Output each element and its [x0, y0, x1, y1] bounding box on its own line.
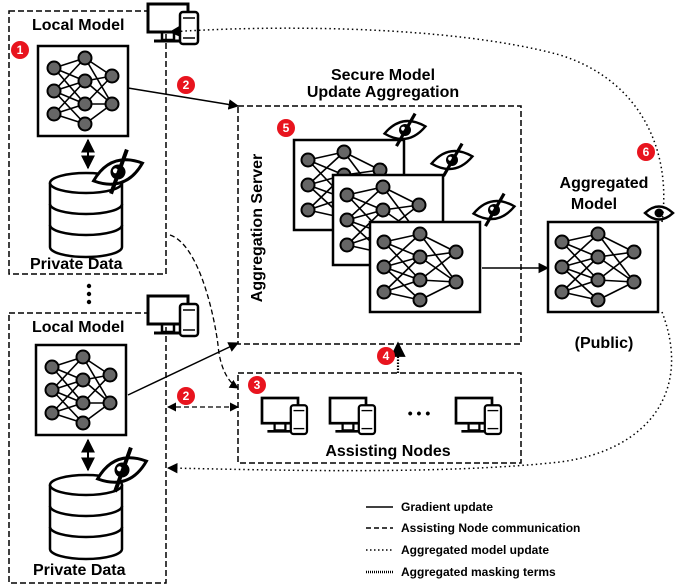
aggregation-server-box	[237, 105, 522, 345]
secure-title-line2: Update Aggregation	[307, 84, 459, 101]
svg-text:3: 3	[254, 378, 261, 392]
database-icon	[48, 473, 124, 561]
svg-text:2: 2	[183, 78, 190, 92]
aggregated-line2: Model	[571, 196, 617, 213]
model-update-top	[168, 26, 665, 223]
legend-label-assist: Assisting Node communication	[401, 521, 580, 535]
legend: Gradient update Assisting Node communica…	[366, 500, 580, 579]
public-label: (Public)	[575, 335, 634, 352]
computer-icon	[328, 396, 377, 436]
step-badge-5: 5	[277, 119, 295, 137]
step-badge-2-bottom: 2	[177, 387, 195, 405]
legend-label-model-update: Aggregated model update	[401, 543, 549, 557]
computer-icon	[454, 396, 503, 436]
step-badge-3: 3	[248, 376, 266, 394]
assist-comm-top	[169, 234, 239, 389]
assisting-nodes-box	[237, 372, 522, 464]
assisting-ellipsis: • • •	[408, 405, 431, 421]
neural-network-icon	[368, 220, 482, 314]
eye-icon	[643, 205, 675, 221]
gradient-update-bottom	[127, 342, 239, 396]
client-bottom-box	[8, 312, 167, 584]
client-top-box	[8, 10, 167, 275]
svg-text:4: 4	[383, 349, 390, 363]
gradient-update-top	[127, 87, 240, 110]
secure-title-line1: Secure Model	[331, 67, 435, 84]
private-data-bottom-label: Private Data	[33, 562, 126, 579]
step-badge-1: 1	[11, 41, 29, 59]
private-data-top-label: Private Data	[30, 256, 123, 273]
step-badge-2-top: 2	[177, 76, 195, 94]
assisting-nodes-label: Assisting Nodes	[325, 443, 450, 460]
svg-text:6: 6	[643, 145, 650, 159]
local-model-bottom-label: Local Model	[32, 319, 124, 336]
svg-text:5: 5	[283, 121, 290, 135]
step-badge-4: 4	[377, 347, 395, 365]
computer-icon	[260, 396, 309, 436]
model-update-bottom	[166, 311, 673, 474]
neural-network-icon	[546, 220, 660, 314]
aggregated-line1: Aggregated	[560, 175, 649, 192]
svg-text:1: 1	[17, 43, 24, 57]
eye-slash-icon	[427, 140, 477, 180]
neural-network-icon	[36, 44, 130, 138]
legend-label-gradient: Gradient update	[401, 500, 493, 514]
legend-label-masking: Aggregated masking terms	[401, 565, 556, 579]
clients-ellipsis	[86, 283, 92, 305]
step-badge-6: 6	[637, 143, 655, 161]
local-model-top-label: Local Model	[32, 17, 124, 34]
computer-icon	[146, 2, 200, 46]
aggregation-server-label: Aggregation Server	[249, 154, 266, 302]
neural-network-icon	[34, 343, 128, 437]
svg-text:2: 2	[183, 389, 190, 403]
computer-icon	[146, 294, 200, 338]
